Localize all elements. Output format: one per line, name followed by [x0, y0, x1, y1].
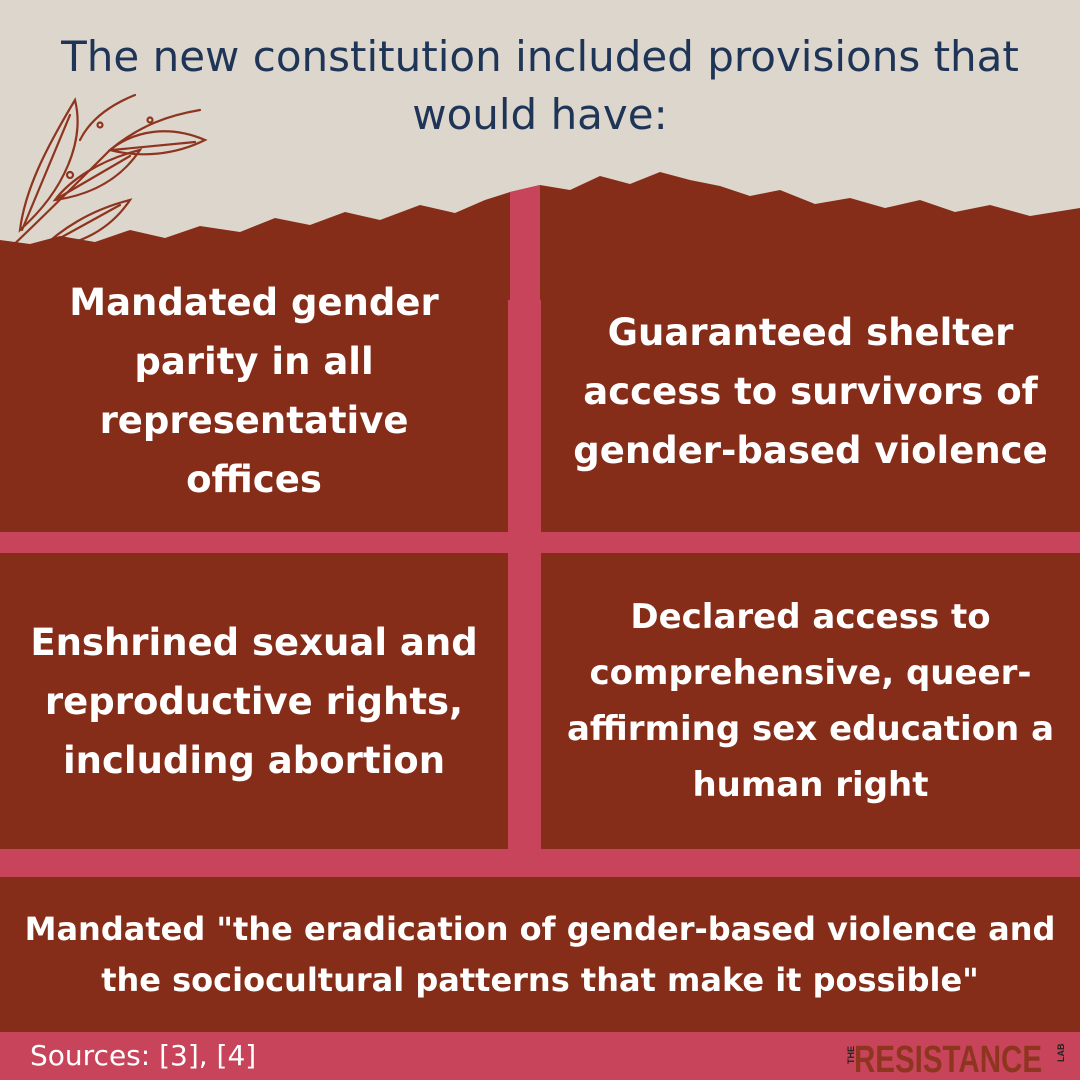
panel-eradication-gbv: Mandated "the eradication of gender-base… — [0, 877, 1080, 1032]
panel-text: Enshrined sexual and reproductive rights… — [30, 620, 478, 782]
panel-text: Mandated "the eradication of gender-base… — [24, 909, 1056, 999]
panel-reproductive-rights: Enshrined sexual and reproductive rights… — [0, 553, 508, 849]
logo-the-text: THE — [846, 1046, 856, 1064]
page-title: The new constitution included provisions… — [61, 32, 1019, 139]
panel-sex-education: Declared access to comprehensive, queer-… — [541, 553, 1080, 849]
logo-lab-text: LAB — [1056, 1043, 1066, 1062]
sources-citation: Sources: [3], [4] — [30, 1039, 257, 1072]
panel-gender-parity: Mandated gender parity in all representa… — [0, 250, 508, 532]
panel-shelter-access: Guaranteed shelter access to survivors o… — [541, 250, 1080, 532]
logo-main-text: RESISTANCE — [854, 1039, 1042, 1076]
resistance-lab-logo: THE RESISTANCE LAB — [846, 1039, 1066, 1076]
panel-text: Guaranteed shelter access to survivors o… — [573, 310, 1048, 472]
panel-text: Mandated gender parity in all representa… — [69, 281, 439, 501]
panel-text: Declared access to comprehensive, queer-… — [566, 597, 1055, 805]
